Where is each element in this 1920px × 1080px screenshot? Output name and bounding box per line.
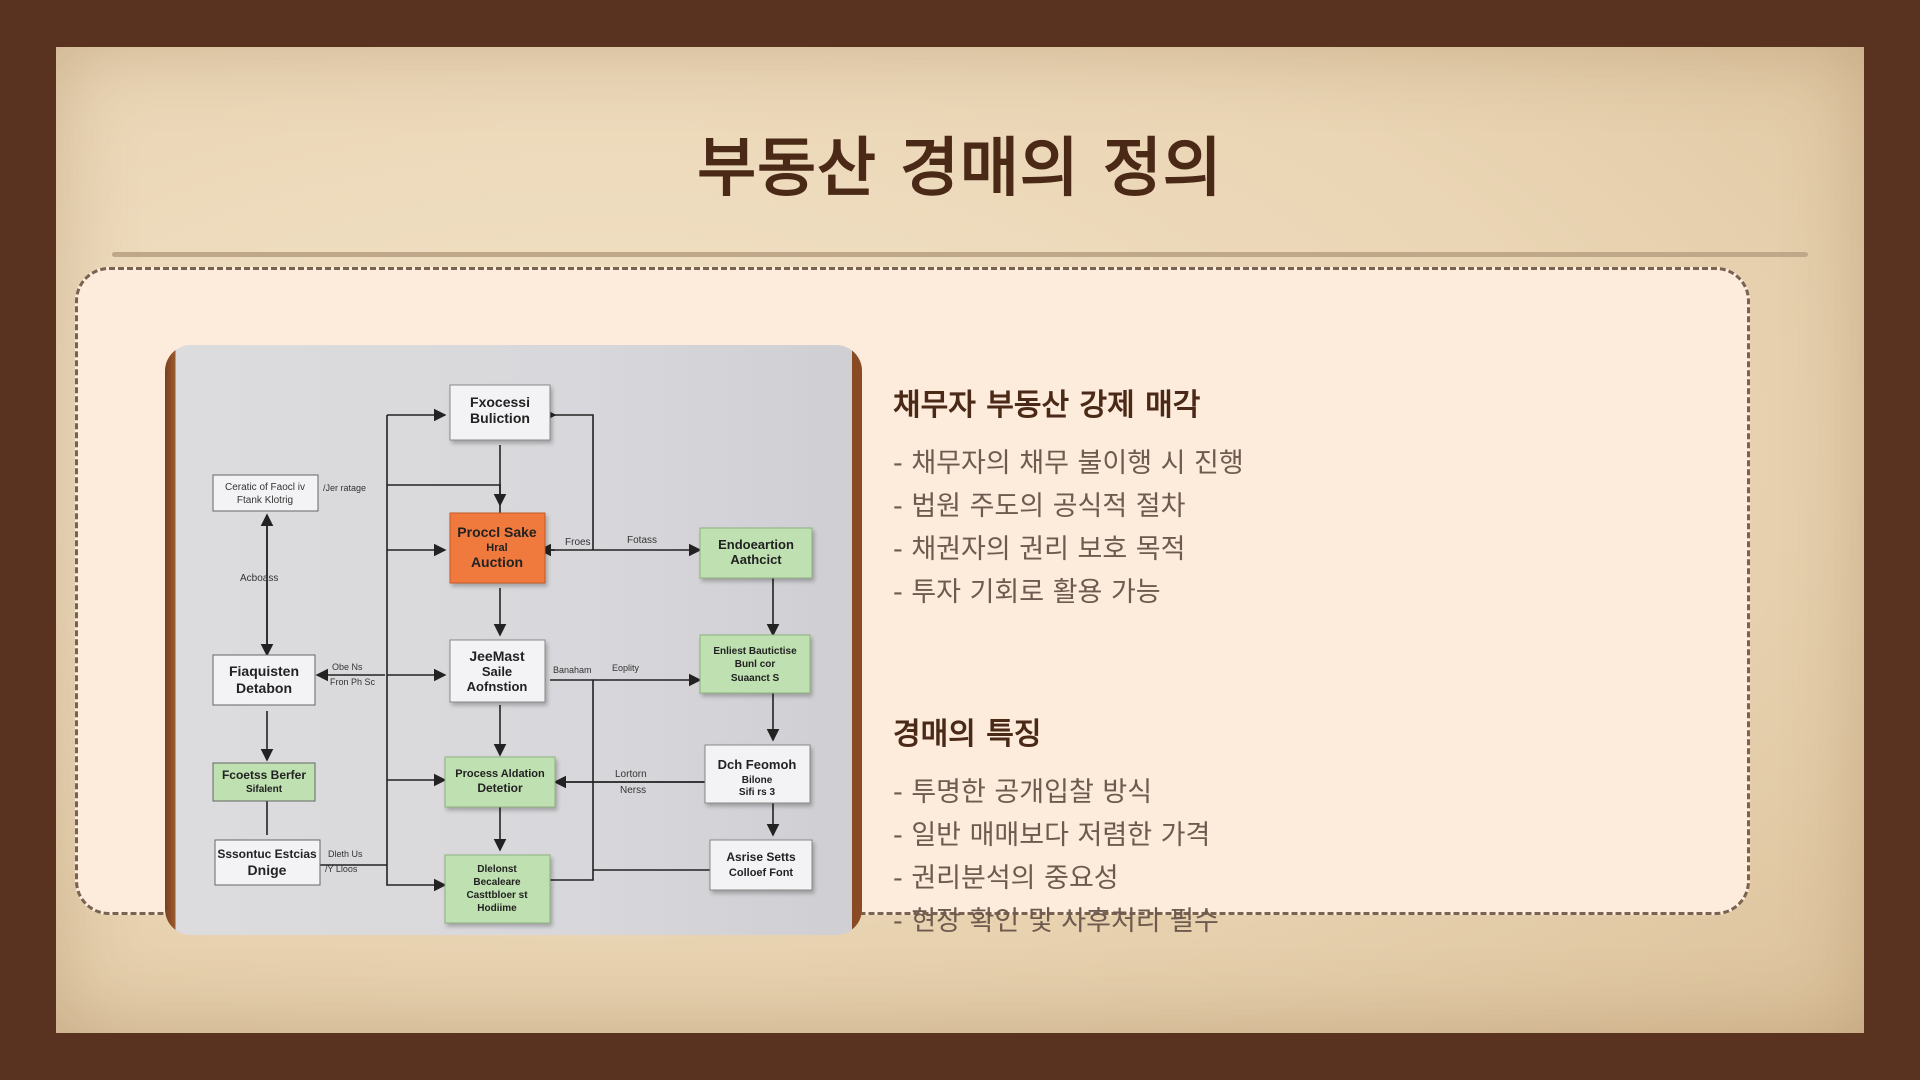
bullet-item: - 투명한 공개입찰 방식 (893, 777, 1153, 808)
svg-text:Becaleare: Becaleare (473, 877, 521, 888)
flowchart-label: Eoplity (612, 663, 640, 673)
bullet-item: - 투자 기회로 활용 가능 (893, 577, 1161, 608)
bullet-list: - 채무자의 채무 불이행 시 진행 - 법원 주도의 공식적 절차 - 채권자… (893, 442, 1793, 614)
svg-text:Asrise Setts: Asrise Setts (726, 850, 796, 864)
bullet-item: - 일반 매매보다 저렴한 가격 (893, 820, 1211, 851)
svg-text:Proccl Sake: Proccl Sake (457, 524, 537, 540)
svg-text:Sifi rs 3: Sifi rs 3 (739, 787, 776, 798)
flowchart-node-n8: Fcoetss Berfer Sifalent (212, 762, 316, 802)
svg-text:Sssontuc Estcias: Sssontuc Estcias (217, 847, 317, 861)
svg-text:Auction: Auction (471, 554, 523, 570)
flowchart-label: Banaham (553, 665, 592, 675)
board-edge (852, 345, 862, 935)
svg-text:Process Aldation: Process Aldation (455, 768, 545, 780)
flowchart-label: Obe Ns (332, 662, 363, 672)
flowchart-image: Fxocessi Buliction Ceratic of Faocl iv F… (165, 345, 862, 935)
flowchart-label: Fron Ph Sc (330, 677, 376, 687)
svg-text:Ftank Klotrig: Ftank Klotrig (237, 495, 293, 506)
section-heading: 채무자 부동산 강제 매각 (893, 388, 1201, 423)
bullet-item: - 채권자의 권리 보호 목적 (893, 534, 1186, 565)
flowchart-node-n11: Sssontuc Estcias Dnige (214, 839, 321, 886)
page-title: 부동산 경매의 정의 (697, 132, 1223, 206)
section-features: 경매의 특징 - 투명한 공개입찰 방식 - 일반 매매보다 저렴한 가격 - … (893, 709, 1793, 943)
svg-text:Enliest Bautictise: Enliest Bautictise (713, 646, 797, 657)
svg-text:Ceratic of Faocl iv: Ceratic of Faocl iv (225, 482, 305, 493)
svg-text:Hral: Hral (486, 542, 507, 554)
svg-text:Endoeartion: Endoeartion (718, 537, 794, 552)
flowchart-label: Dleth Us (328, 849, 363, 859)
svg-text:Dch Feomoh: Dch Feomoh (718, 757, 797, 772)
flowchart-label: Froes (565, 537, 591, 548)
svg-text:Buliction: Buliction (470, 410, 530, 426)
svg-text:Detetior: Detetior (477, 781, 523, 795)
svg-text:Fcoetss Berfer: Fcoetss Berfer (222, 768, 306, 782)
bullet-list: - 투명한 공개입찰 방식 - 일반 매매보다 저렴한 가격 - 권리분석의 중… (893, 771, 1793, 943)
svg-text:Fxocessi: Fxocessi (470, 394, 530, 410)
svg-text:Colloef Font: Colloef Font (729, 867, 793, 879)
flowchart-diagram: Fxocessi Buliction Ceratic of Faocl iv F… (212, 384, 813, 924)
svg-text:Sifalent: Sifalent (246, 784, 283, 795)
svg-text:Hodiime: Hodiime (477, 903, 517, 914)
flowchart-label: Fotass (627, 535, 657, 546)
svg-text:Casttbloer st: Casttbloer st (466, 890, 528, 901)
svg-text:Aathcict: Aathcict (730, 552, 782, 567)
svg-text:JeeMast: JeeMast (469, 648, 525, 664)
svg-text:Bunl cor: Bunl cor (735, 659, 776, 670)
svg-text:Dlelonst: Dlelonst (477, 864, 517, 875)
bullet-item: - 채무자의 채무 불이행 시 진행 (893, 448, 1244, 479)
flowchart-node-n6: JeeMast Saile Aofnstion (449, 639, 546, 703)
flowchart-node-n12: Dlelonst Becaleare Casttbloer st Hodiime (444, 854, 551, 924)
content-text: 채무자 부동산 강제 매각 - 채무자의 채무 불이행 시 진행 - 법원 주도… (893, 380, 1793, 943)
flowchart-node-n1: Fxocessi Buliction (449, 384, 551, 441)
svg-text:Fiaquisten: Fiaquisten (229, 663, 299, 679)
title-divider (112, 252, 1808, 257)
flowchart-node-n13: Asrise Setts Colloef Font (709, 839, 813, 891)
svg-text:Bilone: Bilone (742, 775, 773, 786)
flowchart-connectors (260, 408, 780, 892)
flowchart-node-n2: Ceratic of Faocl iv Ftank Klotrig (212, 474, 319, 512)
bullet-item: - 권리분석의 중요성 (893, 863, 1119, 894)
svg-text:Aofnstion: Aofnstion (467, 679, 528, 694)
svg-text:Saile: Saile (482, 664, 512, 679)
flowchart-label: Lortorn (615, 769, 647, 780)
flowchart-node-n5: Fiaquisten Detabon (212, 654, 316, 706)
flowchart-label: Nerss (620, 785, 646, 796)
flowchart-labels: /Jer ratage Acboass Froes Fotass Obe Ns … (240, 483, 657, 874)
section-heading: 경매의 특징 (893, 717, 1042, 752)
bullet-item: - 현장 확인 및 사후처리 필수 (893, 906, 1219, 937)
svg-text:Dnige: Dnige (248, 862, 287, 878)
bullet-item: - 법원 주도의 공식적 절차 (893, 491, 1186, 522)
flowchart-node-n10: Dch Feomoh Bilone Sifi rs 3 (704, 744, 811, 804)
flowchart-node-n9: Process Aldation Detetior (444, 756, 556, 808)
svg-text:Detabon: Detabon (236, 680, 292, 696)
flowchart-label: /Jer ratage (323, 483, 366, 493)
flowchart-label: /Y Lloos (325, 864, 358, 874)
flowchart-node-n3: Proccl Sake Hral Auction (449, 512, 546, 584)
flowchart-node-n7: Enliest Bautictise Bunl cor Suaanct S (699, 634, 811, 694)
section-forced-sale: 채무자 부동산 강제 매각 - 채무자의 채무 불이행 시 진행 - 법원 주도… (893, 380, 1793, 614)
svg-text:Suaanct S: Suaanct S (731, 673, 780, 684)
flowchart-label: Acboass (240, 573, 278, 584)
flowchart-node-n4: Endoeartion Aathcict (699, 527, 813, 579)
